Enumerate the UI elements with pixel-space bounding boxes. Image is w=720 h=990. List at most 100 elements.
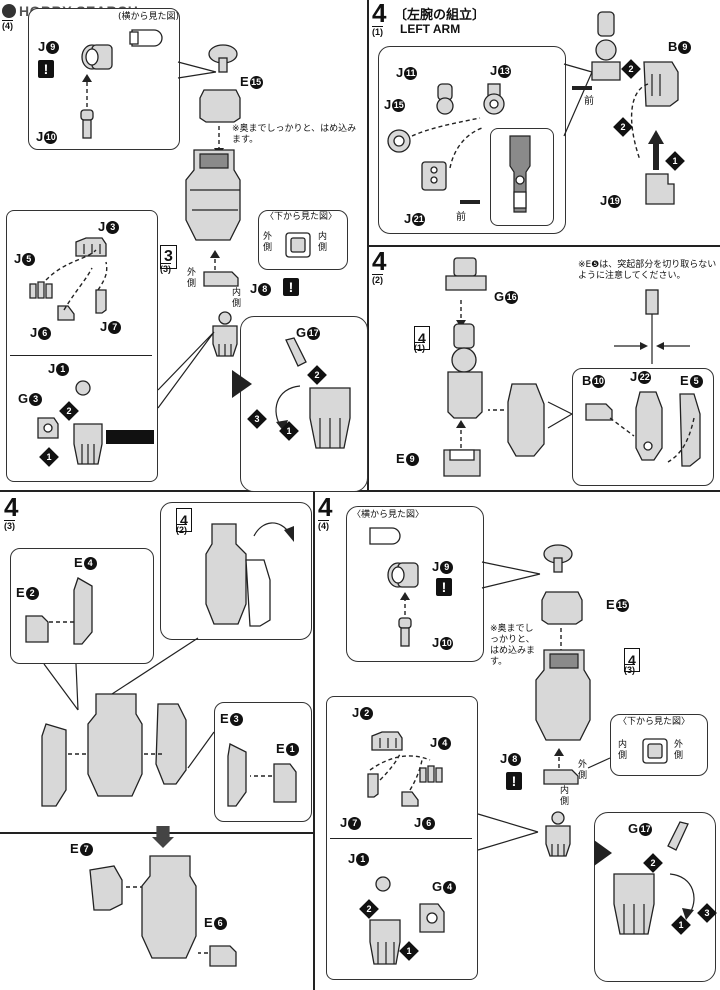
warning-mark-j9: ! [38,60,54,78]
ref-step-4-1-sub: (1) [414,342,425,353]
part-j7-finger [95,289,107,314]
side-view-callout-2 [346,506,484,662]
arrow-e9-up [456,420,466,448]
warning-mark-j9-2: ! [436,578,452,596]
panel1-substep: (4) [2,20,13,31]
bottom-outer-label: 外側 [263,232,273,253]
front-label-1: 前 [456,212,466,223]
side-view-part-icon [129,29,163,47]
part-j3-finger-frame [75,237,107,257]
hand-dashed-guides-2 [369,753,431,791]
side-view-label-2: 〈横から見た図〉 [352,510,425,520]
arm-detail-frame [490,128,554,226]
dash-b9-path [630,83,649,161]
step-4-3-sub: (3) [4,520,15,531]
part-b9-shield [643,61,679,107]
part-j15-ring [387,129,411,153]
part-e15-block [199,89,241,123]
hand-dashed-guides [45,249,108,311]
part-b10-piece [585,403,613,421]
part-j1-ball-2 [375,876,391,892]
part-j4-fingers [419,765,443,783]
bottom-view-label: 〈下から見た図〉 [265,212,338,222]
ref-step-4-2-sub: (2) [176,524,187,535]
part-forearm-side [507,383,545,457]
part-g17-pin-2 [667,821,689,851]
part-j13-elbow [483,83,505,115]
redaction-box [106,430,154,444]
order-1-hand-2: 1 [399,941,419,961]
part-e1-piece [273,763,297,803]
part-hand-finished-small-2 [369,919,401,965]
rotate-arrow-g17-2 [669,873,695,920]
hand-callout-divider [10,355,152,356]
bottom-view-square-icon-2 [642,738,668,764]
step-4-4-sub: (4) [318,520,329,531]
part-j6-thumb [57,305,75,321]
g17-callout-2 [594,812,716,982]
part-e7-plate [89,865,123,911]
side-view-part-icon-2 [369,527,401,545]
order-1-hand: 1 [39,447,59,467]
dash-e6-join [198,952,208,954]
note-insert-fully-2: ※奥までしっかりと、はめ込みます。 [490,624,536,667]
order-1-g17-2: 1 [671,915,691,935]
order-2-armtop: 2 [621,59,641,79]
part-j21-block [421,161,447,191]
dash-e5-join [609,417,695,463]
hobby-search-logo-icon [2,4,16,18]
part-hand-open-large-2 [613,873,655,935]
ref-step-3-sub: (3) [160,263,171,274]
part-arm-assembled [447,323,483,419]
part-j5-fingers [29,281,53,299]
part-j8-base [203,271,239,287]
order-2-hand: 2 [59,401,79,421]
left-arm-title-en: LEFT ARM [400,22,461,36]
callout-pointer-hand-2 [477,813,539,851]
part-e5-plate [679,393,701,467]
left-arm-dash-guides [411,117,483,169]
part-j22-forearm [635,391,663,461]
bottom-inner-label: 内側 [318,232,328,253]
front-arrow-1 [460,200,480,204]
dash-leg-join [68,753,164,755]
bottom-view-pointer-2 [587,757,611,769]
part-hand-assembly-2 [545,811,571,857]
callout-pointer-forearm [547,401,573,429]
j8-outer-label-2: 外側 [578,760,588,781]
part-g17-pin [285,337,307,367]
order-1-g17: 1 [279,421,299,441]
left-arm-title-jp: 〔左腕の組立〕 [394,8,486,23]
bottom-view-label-2: 〈下から見た図〉 [618,717,691,727]
part-j6-thumb-2 [401,791,419,807]
part-leg-right-plate [155,703,187,785]
front-arrow-2 [572,86,592,90]
warning-mark-j8: ! [283,278,299,296]
step-4-1-sub: (1) [372,26,383,37]
part-hand-finished-small [73,423,103,465]
part-j8-base-2 [543,769,579,785]
part-e4-plate [73,577,93,645]
callout-pointer-arm [111,637,199,695]
part-arm-rotated [205,523,271,627]
arrow-j8-up-2 [554,748,564,768]
note-insert-fully: ※奥までしっかりと、はめ込みます。 [232,124,357,145]
part-head-cap-2 [543,544,573,573]
step-4-left-arm: 4 [372,0,387,28]
order-3-g17-2: 3 [697,903,717,923]
